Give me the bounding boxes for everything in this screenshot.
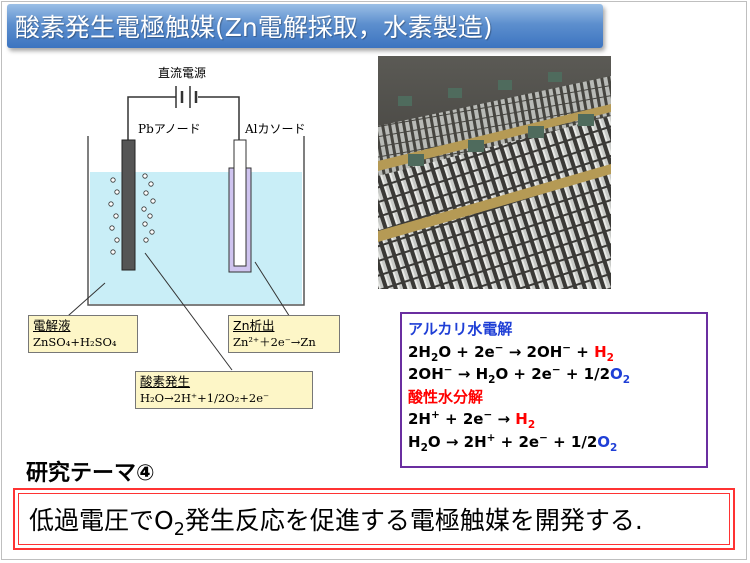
dc-power-label: 直流電源 [158,66,207,80]
oxygen-evolution-callout-head: 酸素発生 [140,374,191,389]
research-goal-text: 低過電圧でO2発生反応を促進する電極触媒を開発する. [29,506,643,540]
acid-equation-2: H2O → 2H+ + 2e− + 1/2O2 [408,431,618,454]
anode-wire [127,96,176,140]
electrolyte-callout-formula: ZnSO₄+H₂SO₄ [33,335,117,349]
pb-anode [121,139,136,271]
title-bar: 酸素発生電極触媒(Zn電解採取，水素製造) [7,4,603,48]
research-goal-box: 低過電圧でO2発生反応を促進する電極触媒を開発する. [13,488,735,550]
plant-photo-graphic [378,56,611,289]
electrolysis-diagram: 直流電源 Pbアノード Alカソード 電解液 ZnSO₄+H₂SO₄ Zn析出 … [0,0,380,430]
electrolysis-cell-svg [59,86,305,371]
tank-outline [87,136,305,306]
electrolysis-plant-photo [378,56,611,289]
al-cathode-label: Alカソード [245,122,306,136]
al-cathode [233,139,247,267]
oxygen-leader [144,252,233,371]
alkaline-electrolysis-header: アルカリ水電解 [408,320,513,338]
cathode-wire [198,96,240,140]
research-theme-label: 研究テーマ④ [26,461,155,486]
oxygen-evolution-callout-equation: H₂O→2H⁺+1/2O₂+2e⁻ [140,391,270,405]
slide-title: 酸素発生電極触媒(Zn電解採取，水素製造) [15,13,493,42]
electrolyte-callout-head: 電解液 [33,318,71,333]
dc-power-symbol [175,86,198,108]
alkaline-equation-1: 2H2O + 2e− → 2OH− + H2 [408,341,614,364]
oxygen-evolution-callout: 酸素発生 H₂O→2H⁺+1/2O₂+2e⁻ [135,371,313,409]
oxygen-bubbles [108,173,156,255]
zn-deposit-callout-head: Zn析出 [233,318,275,333]
alkaline-equation-2: 2OH− → H2O + 2e− + 1/2O2 [408,364,631,386]
acid-equation-1: 2H+ + 2e− → H2 [408,409,536,431]
zn-leader [254,261,296,326]
pb-anode-label: Pbアノード [138,122,201,136]
reaction-equations-box: アルカリ水電解 2H2O + 2e− → 2OH− + H2 2OH− → H2… [400,312,708,468]
zn-deposit-callout: Zn析出 Zn²⁺＋2e⁻→Zn [228,315,340,353]
research-goal-inner: 低過電圧でO2発生反応を促進する電極触媒を開発する. [18,493,730,545]
zn-deposit-callout-equation: Zn²⁺＋2e⁻→Zn [233,335,316,349]
electrolyte-callout: 電解液 ZnSO₄+H₂SO₄ [28,315,138,353]
acid-water-splitting-header: 酸性水分解 [408,387,484,406]
